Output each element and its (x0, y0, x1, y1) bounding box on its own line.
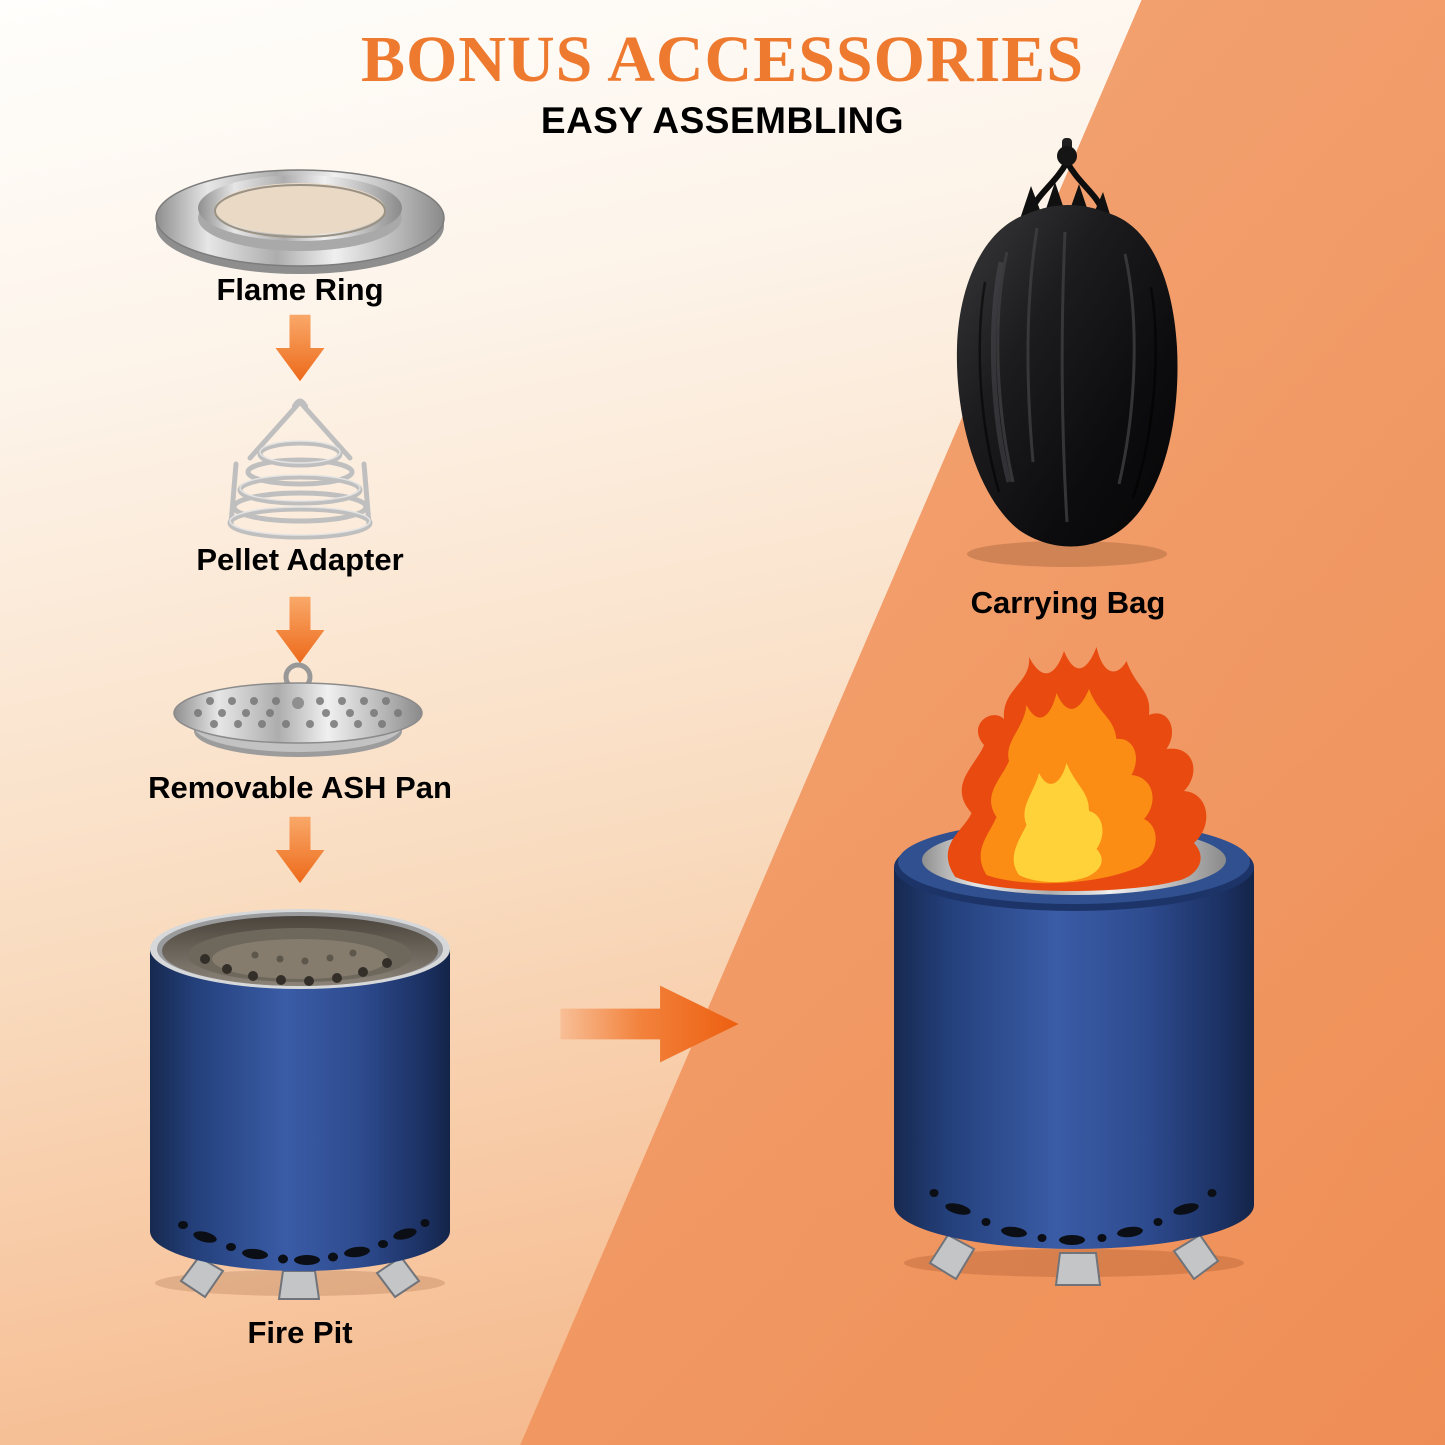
page-subtitle: EASY ASSEMBLING (540, 100, 905, 141)
page-title: BONUS ACCESSORIES (360, 23, 1085, 96)
down-arrow-icon (275, 816, 325, 884)
pellet-adapter-image (227, 398, 373, 540)
fire-pit-feet (179, 1255, 421, 1300)
fire-pit-feet (928, 1233, 1220, 1286)
down-arrow-icon (275, 596, 325, 664)
carrying-bag-image (956, 138, 1178, 567)
pellet-adapter-label: Pellet Adapter (196, 542, 404, 577)
ash-pan-image (173, 662, 423, 757)
carrying-bag-label: Carrying Bag (970, 585, 1166, 620)
right-arrow-icon (560, 985, 739, 1063)
flame-ring-label: Flame Ring (216, 272, 384, 307)
drawstring-cord (1028, 160, 1106, 214)
flames (947, 647, 1207, 892)
flame-ring-image (155, 169, 445, 274)
fire-pit-image (150, 909, 450, 1300)
fire-pit-vent-holes (178, 1219, 430, 1265)
drawstring-toggle (1057, 146, 1077, 166)
fire-pit-label: Fire Pit (247, 1315, 353, 1350)
down-arrow-icon (275, 314, 325, 382)
assembled-fire-pit-flames-image (894, 647, 1254, 1286)
ash-pan-label: Removable ASH Pan (148, 770, 452, 805)
fire-pit-vent-holes (929, 1189, 1217, 1245)
